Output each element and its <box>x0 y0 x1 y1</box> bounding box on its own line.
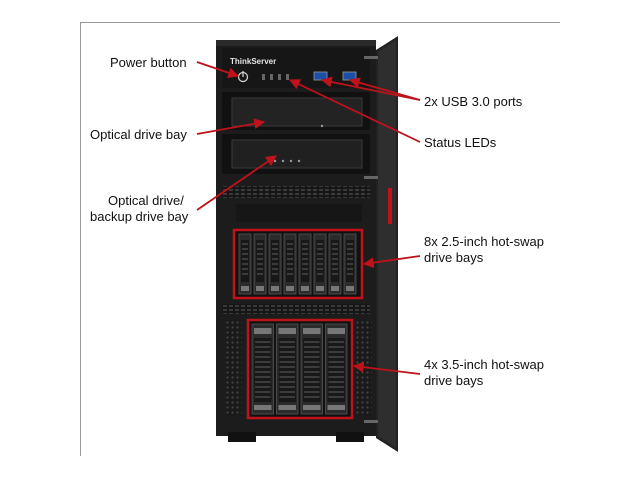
bays-25-highlight <box>232 228 364 300</box>
label-optical-backup-2: backup drive bay <box>90 209 189 224</box>
usb-port[interactable] <box>342 71 357 81</box>
label-bays35-1: 4x 3.5-inch hot-swap <box>424 357 544 372</box>
drive-bay-3-5[interactable] <box>300 323 323 415</box>
label-power-button: Power button <box>110 55 187 70</box>
bays-35-highlight <box>246 318 354 420</box>
front-door[interactable] <box>364 36 398 452</box>
drive-bay-2-5[interactable] <box>268 233 282 295</box>
callout-line-bays25 <box>362 255 421 268</box>
drive-bay-3-5[interactable] <box>325 323 348 415</box>
label-optical-backup-1: Optical drive/ <box>108 193 184 208</box>
callout-line-backup <box>196 155 277 211</box>
callout-line-usb-a <box>320 76 421 101</box>
usb-port[interactable] <box>313 71 328 81</box>
callout-line-bays35 <box>352 361 421 375</box>
status-leds <box>262 74 289 80</box>
callout-line-leds <box>289 79 421 143</box>
server-chassis <box>216 40 376 442</box>
drive-bay-2-5[interactable] <box>283 233 297 295</box>
callout-line-power <box>196 61 240 78</box>
label-bays25-2: drive bays <box>424 250 484 265</box>
callout-line-usb-b <box>348 77 421 101</box>
label-status-leds: Status LEDs <box>424 135 497 150</box>
drive-bay-3-5[interactable] <box>276 323 299 415</box>
brand-logo: ThinkServer <box>230 57 276 66</box>
label-bays25-1: 8x 2.5-inch hot-swap <box>424 234 544 249</box>
chassis-foot <box>228 432 256 442</box>
door-handle[interactable] <box>388 188 392 224</box>
label-bays35-2: drive bays <box>424 373 484 388</box>
drive-bay-2-5[interactable] <box>238 233 252 295</box>
drive-bay-2-5[interactable] <box>313 233 327 295</box>
drive-bay-2-5[interactable] <box>343 233 357 295</box>
label-optical-drive-bay: Optical drive bay <box>90 127 187 142</box>
chassis-foot <box>336 432 364 442</box>
drive-bay-2-5[interactable] <box>253 233 267 295</box>
drive-bay-3-5[interactable] <box>251 323 274 415</box>
backup-drive-bay[interactable] <box>231 139 363 169</box>
optical-drive[interactable] <box>231 97 363 127</box>
drive-bay-2-5[interactable] <box>298 233 312 295</box>
drive-bay-2-5[interactable] <box>328 233 342 295</box>
callout-line-optical <box>196 118 266 135</box>
label-usb-ports: 2x USB 3.0 ports <box>424 94 523 109</box>
